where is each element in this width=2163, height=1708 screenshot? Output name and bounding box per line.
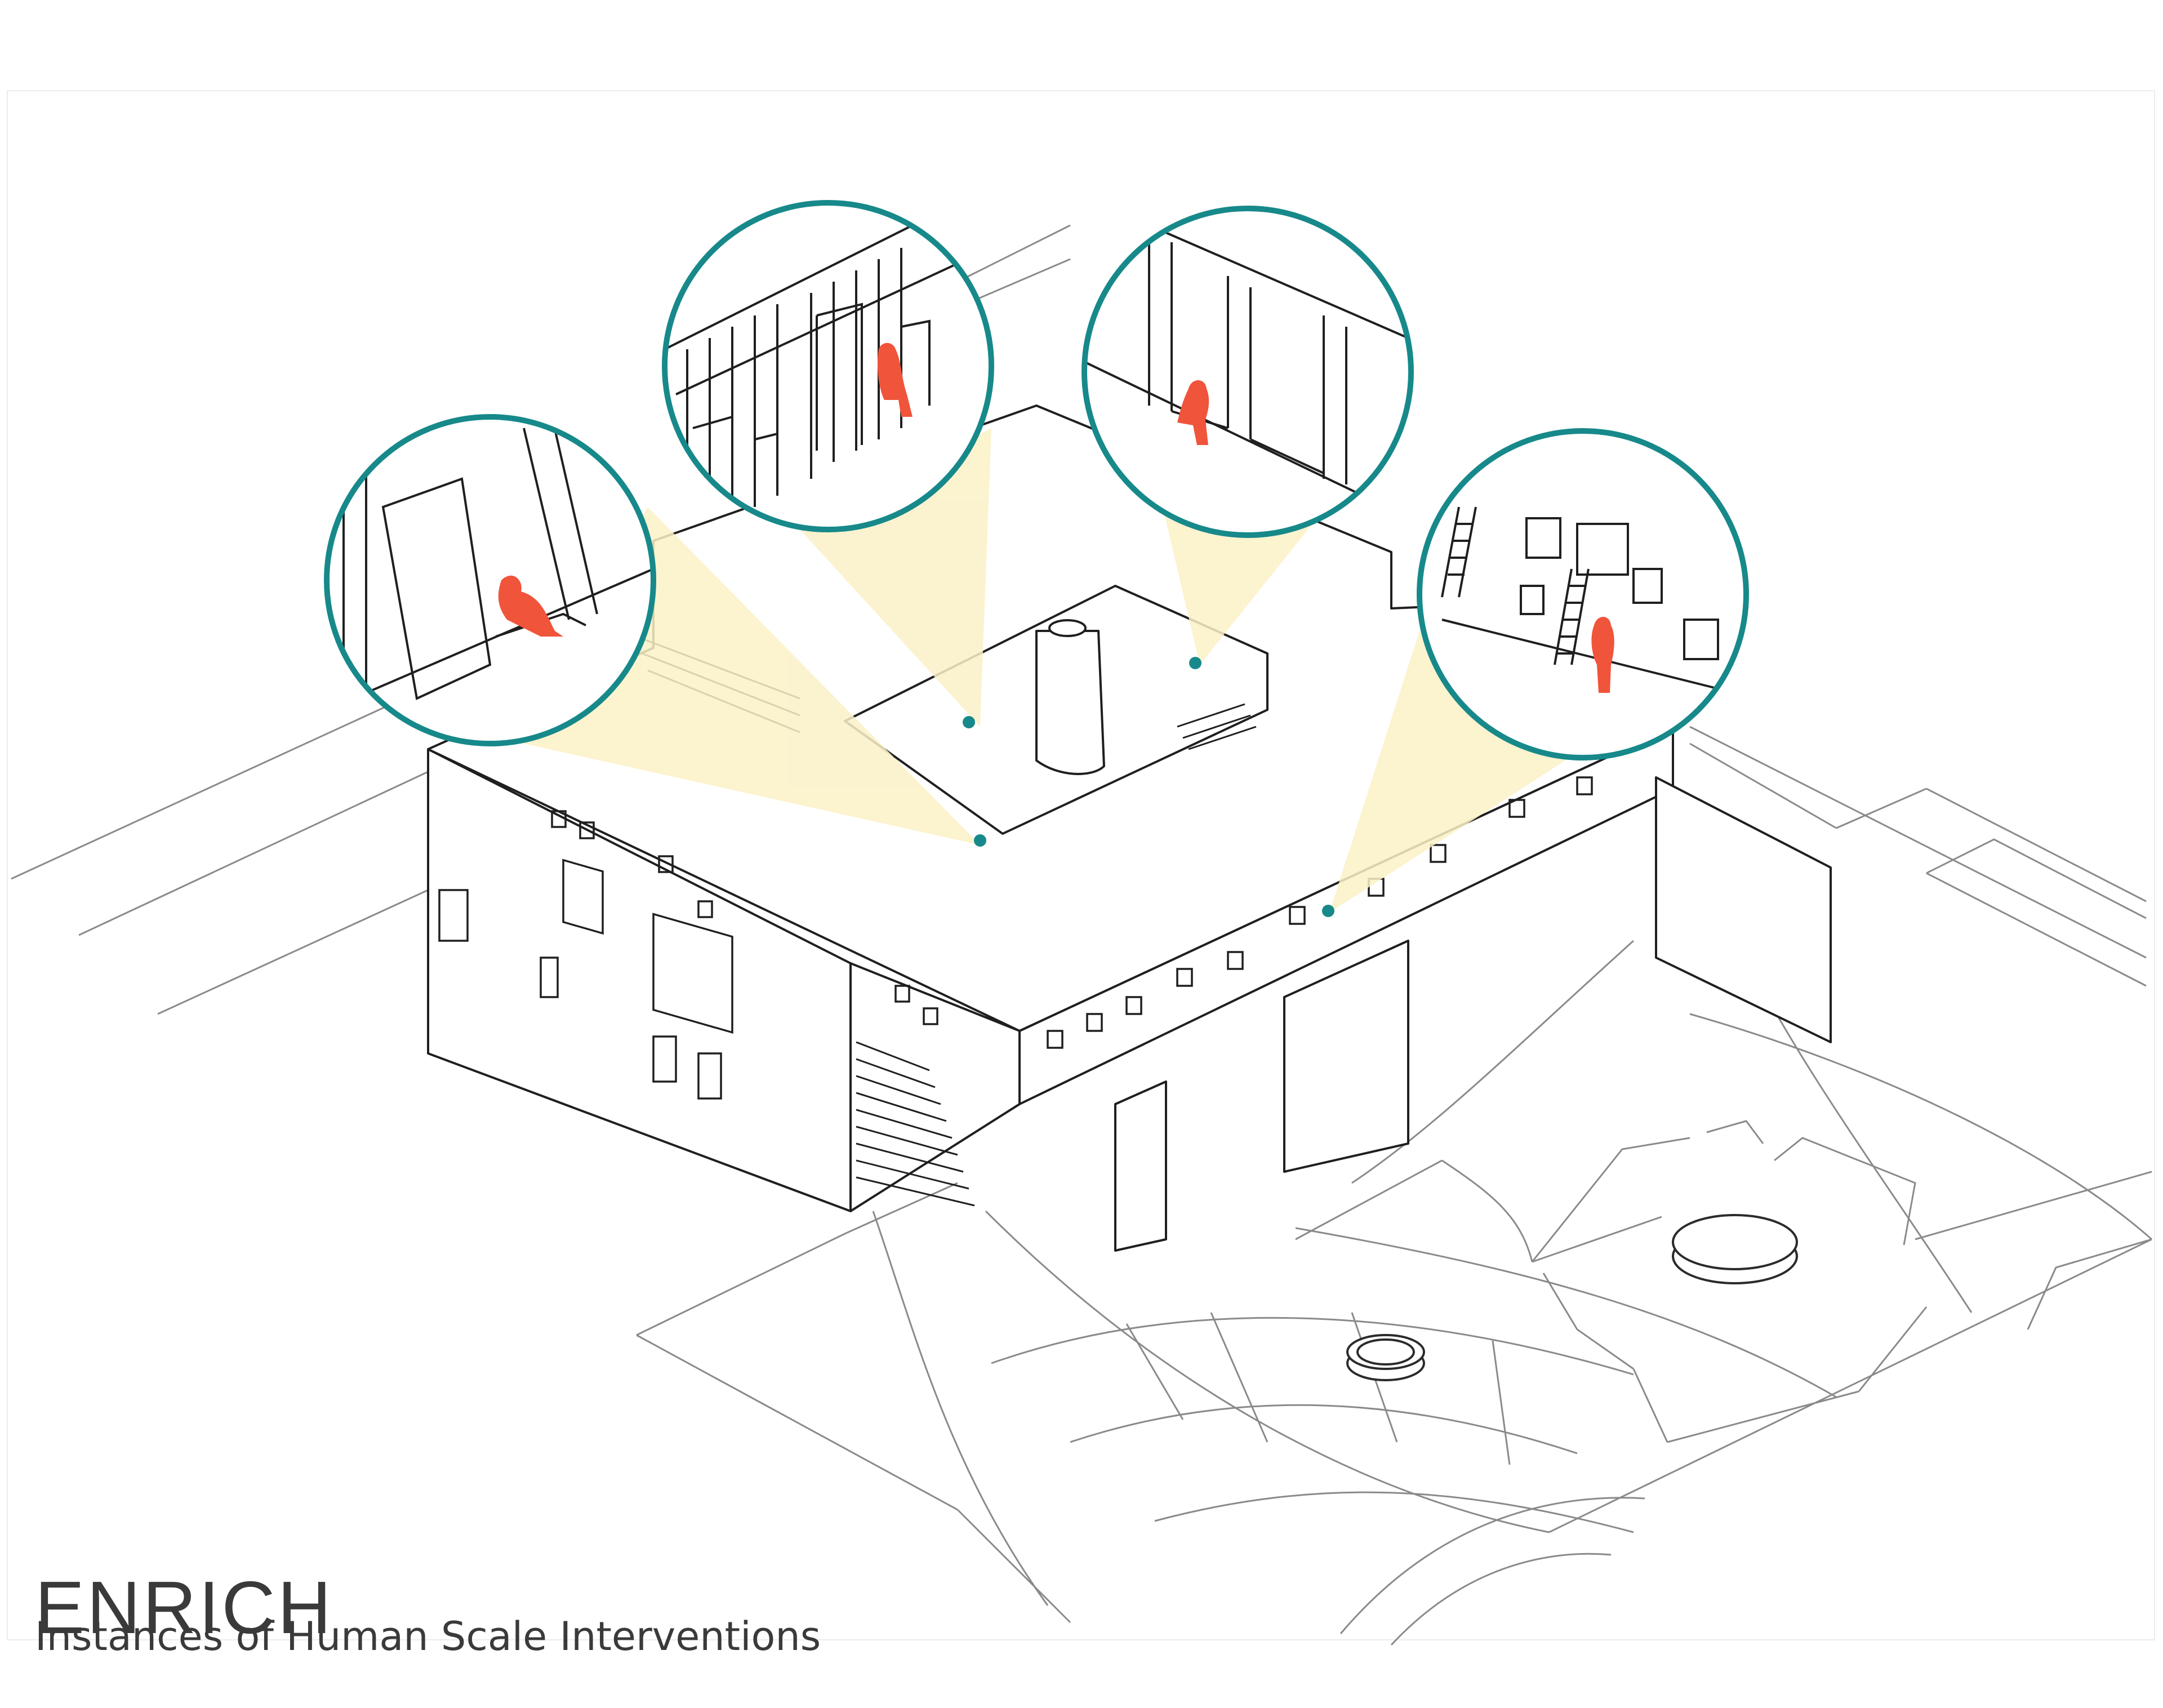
building-massing	[427, 404, 1832, 1252]
callout-window-bench	[1082, 206, 1414, 538]
page-subtitle: Instances of Human Scale Interventions	[35, 1613, 821, 1660]
seated-figure	[1177, 380, 1209, 445]
seated-reader-figure	[498, 575, 563, 637]
seated-figure	[878, 343, 913, 417]
facade-openings	[438, 776, 1593, 1100]
callout-tall-study-carrels	[662, 200, 994, 532]
callout-window-seat-reading	[324, 414, 656, 746]
site-plan-lines	[11, 224, 2152, 1646]
page-title: ENRICH	[35, 1566, 334, 1649]
drawing-frame	[7, 90, 2155, 1640]
plaza-round-features	[1346, 1214, 1798, 1381]
callout-climbing-ladders	[1417, 428, 1749, 760]
standing-climber-figure	[1591, 617, 1614, 693]
location-markers	[963, 657, 1334, 917]
